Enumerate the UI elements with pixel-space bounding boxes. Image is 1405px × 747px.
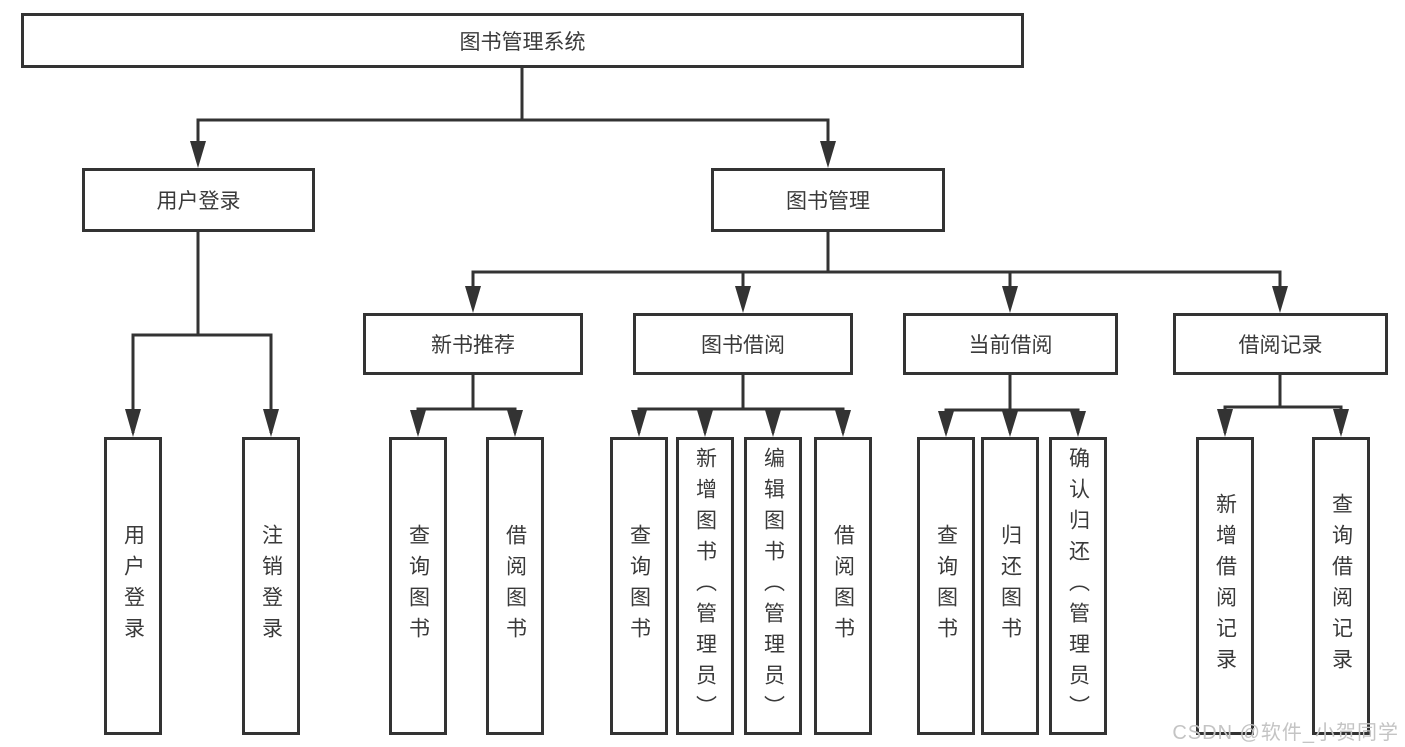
node-label: 图书管理 [786,190,870,213]
node-book-management: 图书管理 [711,168,945,232]
arrowhead-down [1217,409,1349,437]
node-label: 借阅图书 [831,524,855,648]
arrowhead-down [938,411,1086,437]
node-label: 图书借阅 [701,334,785,357]
node-label: 新增借阅记录 [1213,493,1237,679]
leaf-borrow-books-recommend: 借阅图书 [486,437,544,735]
csdn-watermark: CSDN @软件_小贺同学 [1172,722,1399,744]
leaf-query-books-recommend: 查询图书 [389,437,447,735]
node-label: 用户登录 [156,190,241,213]
leaf-add-books-admin: 新增图书（管理员） [676,437,734,735]
node-label: 借阅图书 [503,524,527,648]
connector-current-borrow-to-leaves [938,375,1086,437]
node-new-book-recommend: 新书推荐 [363,313,583,375]
node-label: 新书推荐 [431,334,515,357]
leaf-user-login: 用户登录 [104,437,162,735]
leaf-query-borrow-record: 查询借阅记录 [1312,437,1370,735]
leaf-edit-books-admin: 编辑图书（管理员） [744,437,802,735]
node-label: 查询图书 [627,524,651,648]
connector-book-borrow-to-leaves [631,375,851,437]
connector-line [1223,375,1343,433]
node-user-login: 用户登录 [82,168,315,232]
node-label: 查询图书 [934,524,958,648]
leaf-return-books: 归还图书 [981,437,1039,735]
arrowhead-down [631,410,851,437]
connector-line [196,68,830,163]
node-label: 归还图书 [998,524,1022,648]
connector-new-book-recommend-to-leaves [410,375,523,437]
leaf-borrow-books: 借阅图书 [814,437,872,735]
node-label: 查询借阅记录 [1329,493,1353,679]
leaf-query-books-borrow: 查询图书 [610,437,668,735]
leaf-add-borrow-record: 新增借阅记录 [1196,437,1254,735]
node-label: 编辑图书（管理员） [761,446,785,726]
connector-borrow-records-to-leaves [1217,375,1349,437]
connector-line [637,375,845,433]
connector-line [471,232,1282,308]
node-borrow-records: 借阅记录 [1173,313,1388,375]
connector-line [131,232,273,433]
arrowhead-down [125,409,279,437]
connector-user-login-to-leaves [125,232,279,437]
arrowhead-down [190,141,836,168]
leaf-query-books-current: 查询图书 [917,437,975,735]
connector-book-mgmt-to-level3 [465,232,1288,313]
arrowhead-down [410,410,523,437]
arrowhead-down [465,286,1288,313]
connector-root-to-level2 [190,68,836,168]
node-book-borrow: 图书借阅 [633,313,853,375]
connector-line [416,375,517,433]
node-label: 新增图书（管理员） [693,446,717,726]
node-label: 查询图书 [406,524,430,648]
node-label: 借阅记录 [1238,334,1323,357]
leaf-confirm-return-admin: 确认归还（管理员） [1049,437,1107,735]
node-label: 注销登录 [259,524,283,648]
node-label: 当前借阅 [968,334,1053,357]
node-label: 用户登录 [121,524,145,648]
node-label: 图书管理系统 [459,30,586,54]
leaf-logout: 注销登录 [242,437,300,735]
node-current-borrow: 当前借阅 [903,313,1118,375]
node-root-system: 图书管理系统 [21,13,1024,68]
node-label: 确认归还（管理员） [1066,446,1090,726]
